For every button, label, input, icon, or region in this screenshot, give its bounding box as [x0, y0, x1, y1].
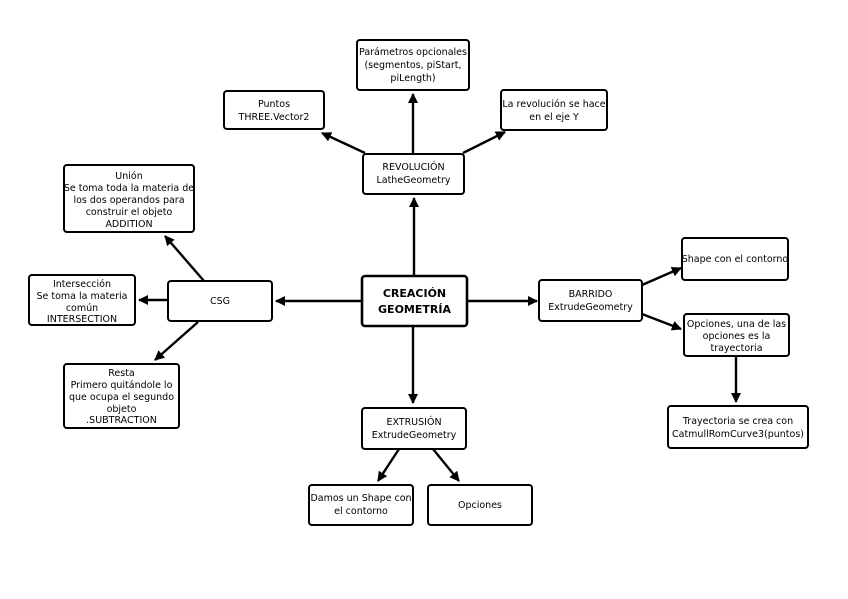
revolucion-line-1: REVOLUCIÓN — [382, 161, 444, 173]
node-bar-opciones: Opciones, una de las opciones es la tray… — [683, 313, 790, 357]
node-ext-shape: Damos un Shape con el contorno — [308, 484, 414, 526]
node-rev-parametros: Parámetros opcionales (segmentos, piStar… — [356, 39, 470, 91]
extrusion-line-2: ExtrudeGeometry — [372, 430, 457, 441]
bar-shape-label: Shape con el contorno — [682, 254, 789, 265]
csg-resta-line-5: .SUBTRACTION — [86, 415, 157, 426]
edges — [137, 92, 742, 482]
revolucion-line-2: LatheGeometry — [376, 175, 450, 186]
bar-trayectoria-line-1: Trayectoria se crea con — [682, 416, 793, 427]
center-line-1: CREACIÓN — [383, 287, 446, 300]
center-line-2: GEOMETRÍA — [378, 303, 451, 316]
edge-revolucion-eje — [462, 130, 506, 155]
ext-opciones-label: Opciones — [458, 500, 502, 511]
edge-revolucion-puntos — [321, 131, 366, 155]
csg-interseccion-line-3: común — [66, 303, 98, 314]
edge-extrusion-shape — [376, 448, 401, 482]
csg-interseccion-line-4: INTERSECTION — [47, 314, 117, 325]
csg-interseccion-line-2: Se toma la materia — [36, 291, 127, 302]
node-center: CREACIÓN GEOMETRÍA — [360, 274, 469, 328]
bar-opciones-line-1: Opciones, una de las — [687, 319, 786, 330]
edge-barrido-opciones — [641, 312, 682, 331]
barrido-line-1: BARRIDO — [569, 289, 613, 300]
node-bar-shape: Shape con el contorno — [681, 237, 789, 281]
rev-eje-line-1: La revolución se hace — [502, 99, 605, 110]
csg-resta-line-3: que ocupa el segundo — [69, 392, 174, 403]
csg-interseccion-line-1: Intersección — [53, 279, 111, 290]
extrusion-line-1: EXTRUSIÓN — [386, 416, 441, 428]
edge-csg-resta — [154, 321, 199, 361]
csg-union-line-3: los dos operandos para — [73, 195, 184, 206]
rev-parametros-line-1: Parámetros opcionales — [359, 47, 467, 58]
node-csg-resta: Resta Primero quitándole lo que ocupa el… — [63, 363, 180, 429]
edge-barrido-shape — [641, 266, 682, 287]
node-rev-eje: La revolución se hace en el eje Y — [500, 89, 608, 131]
bar-opciones-line-2: opciones es la — [703, 331, 771, 342]
edge-extrusion-opciones — [432, 448, 460, 482]
rev-puntos-line-2: THREE.Vector2 — [238, 112, 310, 123]
node-csg-union: Unión Se toma toda la materia de los dos… — [63, 164, 195, 233]
csg-union-line-2: Se toma toda la materia de — [64, 183, 194, 194]
ext-shape-line-1: Damos un Shape con — [310, 493, 411, 504]
csg-label: CSG — [210, 296, 230, 307]
csg-union-line-5: ADDITION — [105, 219, 152, 230]
csg-resta-line-4: objeto — [107, 404, 137, 415]
node-revolucion: REVOLUCIÓN LatheGeometry — [362, 153, 465, 195]
csg-resta-line-2: Primero quitándole lo — [71, 380, 173, 391]
bar-trayectoria-line-2: CatmullRomCurve3(puntos) — [672, 429, 804, 440]
bar-opciones-line-3: trayectoria — [710, 343, 762, 354]
csg-union-line-1: Unión — [115, 171, 142, 182]
rev-puntos-line-1: Puntos — [258, 99, 290, 110]
rev-eje-line-2: en el eje Y — [529, 112, 579, 123]
csg-union-line-4: construir el objeto — [86, 207, 173, 218]
node-csg-interseccion: Intersección Se toma la materia común IN… — [28, 274, 136, 326]
rev-parametros-line-3: piLength) — [390, 73, 435, 84]
csg-resta-line-1: Resta — [108, 368, 135, 379]
node-barrido: BARRIDO ExtrudeGeometry — [538, 279, 643, 322]
barrido-line-2: ExtrudeGeometry — [548, 302, 633, 313]
ext-shape-line-2: el contorno — [334, 506, 388, 517]
node-ext-opciones: Opciones — [427, 484, 533, 526]
node-rev-puntos: Puntos THREE.Vector2 — [223, 90, 325, 130]
edge-csg-union — [164, 235, 205, 282]
rev-parametros-line-2: (segmentos, piStart, — [364, 60, 461, 71]
node-extrusion: EXTRUSIÓN ExtrudeGeometry — [361, 407, 467, 450]
node-csg: CSG — [167, 280, 273, 322]
node-bar-trayectoria: Trayectoria se crea con CatmullRomCurve3… — [667, 405, 809, 449]
